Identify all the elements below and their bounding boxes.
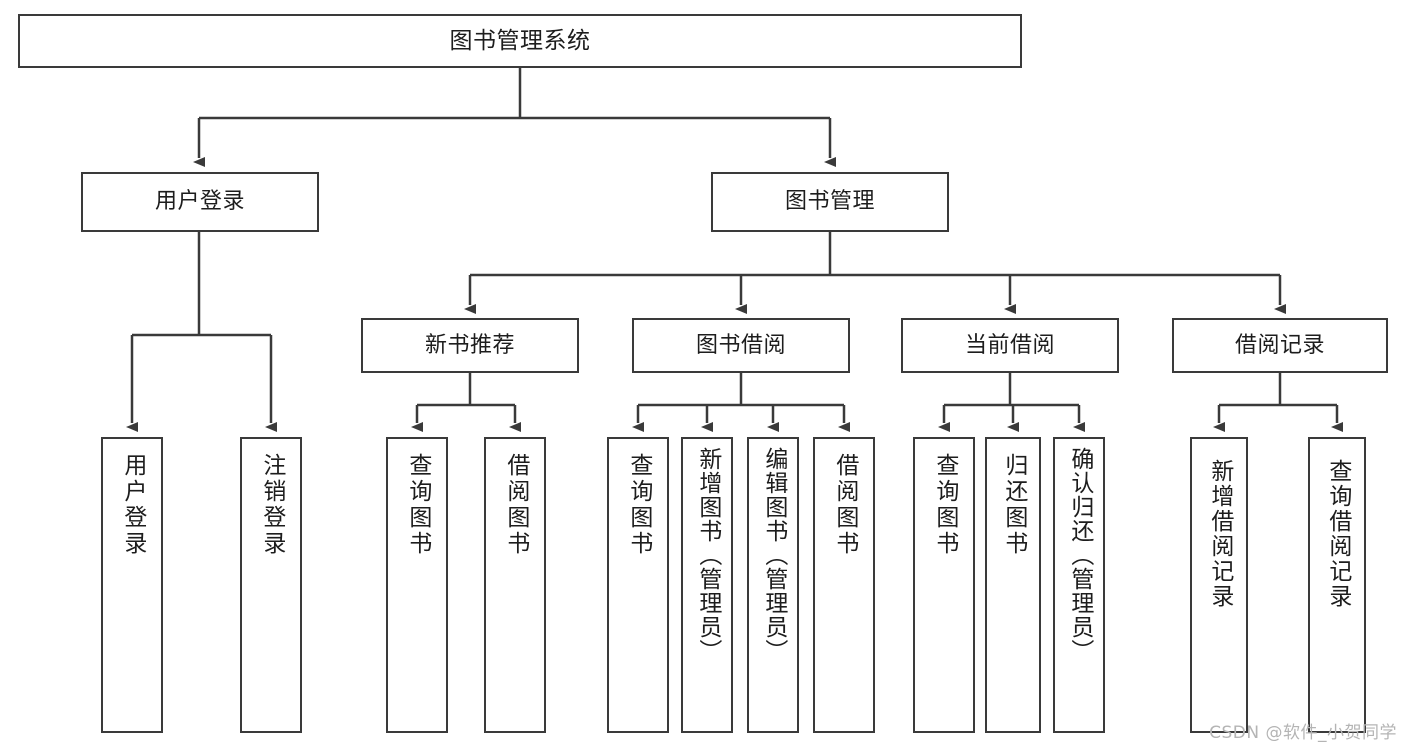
node-book-borrow-label: 图书借阅 (695, 332, 786, 358)
node-leaf-query-record[interactable]: 查询借阅记录 (1308, 437, 1366, 733)
node-book-manage-label: 图书管理 (784, 189, 875, 214)
node-leaf-edit-book[interactable]: 编辑图书（管理员） (747, 437, 799, 733)
node-borrow-record-label: 借阅记录 (1234, 332, 1325, 358)
node-root-label: 图书管理系统 (449, 27, 591, 54)
node-leaf-edit-book-label: 编辑图书（管理员） (760, 447, 787, 663)
node-leaf-add-book-label: 新增图书（管理员） (694, 447, 721, 663)
node-leaf-user-logout[interactable]: 注销登录 (240, 437, 302, 733)
node-book-borrow[interactable]: 图书借阅 (632, 318, 850, 373)
node-leaf-user-login-label: 用户登录 (119, 453, 146, 557)
node-leaf-query-book-1[interactable]: 查询图书 (386, 437, 448, 733)
node-leaf-query-book-2[interactable]: 查询图书 (607, 437, 669, 733)
node-leaf-return-book-label: 归还图书 (1000, 453, 1027, 557)
node-leaf-confirm-return-label: 确认归还（管理员） (1066, 447, 1093, 663)
node-leaf-user-login[interactable]: 用户登录 (101, 437, 163, 733)
node-leaf-add-record-label: 新增借阅记录 (1206, 459, 1233, 609)
node-leaf-borrow-book-2[interactable]: 借阅图书 (813, 437, 875, 733)
node-user-login-label: 用户登录 (154, 189, 245, 214)
node-book-manage[interactable]: 图书管理 (711, 172, 949, 232)
node-current-borrow-label: 当前借阅 (964, 332, 1055, 358)
node-leaf-query-book-3-label: 查询图书 (931, 453, 958, 557)
node-leaf-query-book-1-label: 查询图书 (404, 453, 431, 557)
node-leaf-query-book-3[interactable]: 查询图书 (913, 437, 975, 733)
csdn-watermark: CSDN @软件_小贺同学 (1209, 723, 1397, 743)
node-new-book-rec-label: 新书推荐 (424, 332, 515, 358)
node-leaf-add-record[interactable]: 新增借阅记录 (1190, 437, 1248, 733)
node-leaf-confirm-return[interactable]: 确认归还（管理员） (1053, 437, 1105, 733)
node-leaf-query-book-2-label: 查询图书 (625, 453, 652, 557)
node-current-borrow[interactable]: 当前借阅 (901, 318, 1119, 373)
node-new-book-rec[interactable]: 新书推荐 (361, 318, 579, 373)
node-leaf-borrow-book-1[interactable]: 借阅图书 (484, 437, 546, 733)
node-leaf-query-record-label: 查询借阅记录 (1324, 459, 1351, 609)
node-borrow-record[interactable]: 借阅记录 (1172, 318, 1388, 373)
node-leaf-return-book[interactable]: 归还图书 (985, 437, 1041, 733)
node-leaf-borrow-book-2-label: 借阅图书 (831, 453, 858, 557)
node-root[interactable]: 图书管理系统 (18, 14, 1022, 68)
node-leaf-borrow-book-1-label: 借阅图书 (502, 453, 529, 557)
node-leaf-user-logout-label: 注销登录 (258, 453, 285, 557)
node-user-login[interactable]: 用户登录 (81, 172, 319, 232)
node-leaf-add-book[interactable]: 新增图书（管理员） (681, 437, 733, 733)
